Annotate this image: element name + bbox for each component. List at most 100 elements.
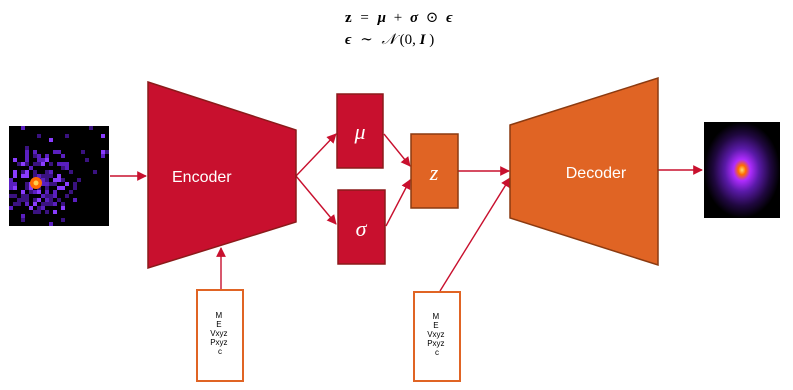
noise-pixel	[49, 174, 53, 178]
noise-pixel	[33, 202, 37, 206]
eq2-normal: 𝒩	[382, 32, 401, 48]
noise-pixel	[29, 186, 33, 190]
eq1-z: z	[345, 10, 352, 26]
noise-pixel	[61, 166, 65, 170]
noise-pixel	[29, 206, 33, 210]
input-image	[9, 126, 109, 226]
noise-pixel	[61, 206, 65, 210]
noise-pixel	[45, 198, 49, 202]
noise-pixel	[45, 170, 49, 174]
noise-pixel	[49, 194, 53, 198]
noise-pixel	[21, 198, 25, 202]
noise-pixel	[33, 154, 37, 158]
cond-left-line-4: c	[218, 347, 222, 356]
noise-pixel	[93, 170, 97, 174]
noise-pixel	[53, 178, 57, 182]
noise-pixel	[13, 182, 17, 186]
noise-pixel	[37, 206, 41, 210]
cond-right-line-2: Vxyz	[427, 330, 444, 339]
noise-pixel	[61, 202, 65, 206]
noise-pixel	[61, 154, 65, 158]
noise-pixel	[25, 154, 29, 158]
eq2-epsilon: ϵ	[345, 32, 352, 48]
noise-pixel	[25, 146, 29, 150]
noise-pixel	[81, 150, 85, 154]
noise-pixel	[25, 186, 29, 190]
z-label: z	[429, 160, 439, 185]
noise-pixel	[49, 138, 53, 142]
noise-pixel	[45, 186, 49, 190]
cond-right-line-1: E	[433, 321, 438, 330]
noise-pixel	[37, 210, 41, 214]
noise-pixel	[25, 182, 29, 186]
noise-pixel	[57, 198, 61, 202]
noise-pixel	[61, 186, 65, 190]
eq1-plus: +	[394, 10, 402, 26]
noise-pixel	[105, 150, 109, 154]
cond-left-line-0: M	[216, 311, 223, 320]
noise-pixel	[9, 178, 13, 182]
noise-pixel	[65, 162, 69, 166]
noise-pixel	[21, 174, 25, 178]
sigma-label: σ	[356, 216, 368, 241]
noise-pixel	[77, 178, 81, 182]
encoder-label: Encoder	[172, 169, 232, 186]
mu-box: μ	[336, 93, 384, 169]
noise-pixel	[85, 158, 89, 162]
noise-pixel	[41, 162, 45, 166]
noise-pixel	[21, 194, 25, 198]
noise-pixel	[17, 198, 21, 202]
eq1-epsilon: ϵ	[446, 10, 453, 26]
noise-pixel	[53, 150, 57, 154]
eq1-equals: =	[360, 10, 368, 26]
noise-pixel	[25, 170, 29, 174]
noise-pixel	[25, 158, 29, 162]
noise-pixel	[41, 158, 45, 162]
noise-pixel	[25, 194, 29, 198]
noise-pixel	[69, 170, 73, 174]
noise-pixel	[101, 150, 105, 154]
noise-pixel	[21, 126, 25, 130]
noise-pixel	[21, 170, 25, 174]
noise-pixel	[45, 182, 49, 186]
noise-pixel	[33, 150, 37, 154]
noise-pixel	[65, 194, 69, 198]
cond-right-line-4: c	[435, 348, 439, 357]
eq2-identity: I	[419, 32, 427, 48]
latent-z-box: z	[410, 133, 459, 209]
cond-left-line-2: Vxyz	[210, 329, 227, 338]
noise-pixel	[33, 198, 37, 202]
noise-pixel	[41, 182, 45, 186]
svg-text:ϵ ∼ 𝒩 (0,: ϵ ∼ 𝒩 (0, I )	[345, 32, 434, 48]
output-image	[704, 122, 780, 218]
noise-pixel	[13, 158, 17, 162]
noise-pixel	[37, 190, 41, 194]
noise-pixel	[61, 218, 65, 222]
noise-pixel	[45, 154, 49, 158]
arrow-sigma-to-z	[385, 179, 411, 227]
equation-prior: ϵ ∼ 𝒩 (0, I )	[345, 32, 434, 48]
noise-pixel	[45, 202, 49, 206]
noise-pixel	[65, 182, 69, 186]
noise-pixel	[37, 158, 41, 162]
noise-pixel	[57, 162, 61, 166]
decoder-label: Decoder	[566, 165, 627, 182]
noise-pixel	[49, 162, 53, 166]
noise-pixel	[57, 174, 61, 178]
cond-left-line-3: Pxyz	[210, 338, 227, 347]
noise-pixel	[73, 186, 77, 190]
noise-pixel	[37, 174, 41, 178]
noise-pixel	[45, 210, 49, 214]
eq1-odot: ⊙	[426, 10, 439, 26]
encoder-block: Encoder	[147, 80, 297, 270]
noise-pixel	[45, 194, 49, 198]
noise-pixel	[101, 134, 105, 138]
noise-pixel	[17, 162, 21, 166]
noise-pixel	[33, 170, 37, 174]
noise-pixel	[41, 202, 45, 206]
noise-pixel	[9, 182, 13, 186]
svg-text:z = μ +: z = μ + σ ⊙ ϵ	[345, 10, 453, 26]
svg-text:M E Vxyz Pxy: M E Vxyz Pxyz c	[210, 311, 230, 356]
noise-pixel	[13, 186, 17, 190]
